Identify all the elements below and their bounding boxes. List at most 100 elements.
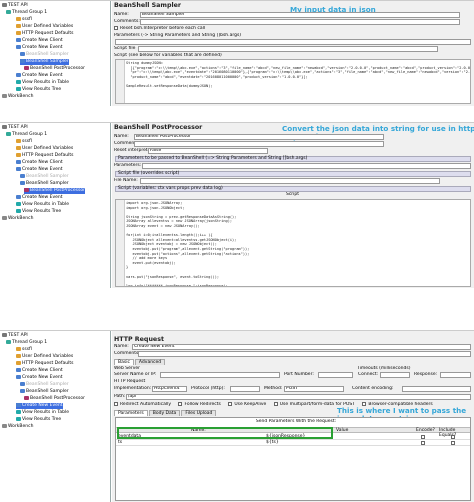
- table-row[interactable]: ts ${ts}: [116, 440, 470, 446]
- tree-item[interactable]: HTTP Request Defaults: [16, 153, 73, 159]
- tree-item[interactable]: Thread Group 1: [6, 10, 47, 16]
- params-field[interactable]: [115, 39, 471, 45]
- tree-item[interactable]: View Results Tree: [16, 209, 61, 215]
- encode-checkbox[interactable]: [421, 441, 425, 445]
- tab-parameters[interactable]: Parameters: [114, 410, 148, 416]
- tree-item[interactable]: Create New Event: [16, 167, 63, 173]
- listener-icon: [16, 410, 21, 414]
- multipart-checkbox[interactable]: [273, 402, 278, 406]
- tab-body-data[interactable]: Body Data: [148, 410, 181, 416]
- tree-item[interactable]: TEST API: [2, 3, 28, 9]
- tree-item[interactable]: View Results Tree: [16, 417, 61, 423]
- tree-item[interactable]: HTTP Request Defaults: [16, 31, 73, 37]
- tree-item[interactable]: WorkBench: [2, 424, 33, 430]
- tree-item-label: WorkBench: [8, 94, 34, 99]
- tree-item[interactable]: Create New Event: [16, 73, 63, 79]
- table-row[interactable]: eventdata ${jsonResponse}: [116, 434, 470, 440]
- sampler-icon: [16, 368, 21, 372]
- comments-field[interactable]: [140, 19, 460, 25]
- tree-item[interactable]: Create New Event: [16, 195, 63, 201]
- tree-item[interactable]: BeanShell Sampler: [20, 389, 69, 395]
- name-field[interactable]: BeanShell Sampler: [140, 12, 460, 18]
- implementation-select[interactable]: HttpClient4: [152, 386, 187, 392]
- method-select[interactable]: POST: [284, 386, 344, 392]
- tree-item[interactable]: View Results in Table: [16, 410, 69, 416]
- tree-item[interactable]: sssfl: [16, 17, 32, 23]
- tree-item[interactable]: sssfl: [16, 347, 32, 353]
- tree-item-label: Create New Event: [22, 73, 63, 78]
- tree-item-label: Thread Group 1: [12, 340, 48, 345]
- include-equals-checkbox[interactable]: [451, 441, 455, 445]
- tree-item[interactable]: WorkBench: [2, 94, 33, 100]
- tree-item[interactable]: Create New Client: [16, 368, 63, 374]
- comments-field[interactable]: [134, 141, 384, 147]
- path-field[interactable]: /api: [126, 394, 471, 400]
- tree-item[interactable]: User Defined Variables: [16, 24, 73, 30]
- tree-item[interactable]: User Defined Variables: [16, 146, 73, 152]
- tree-item[interactable]: View Results in Table: [16, 80, 69, 86]
- script-editor[interactable]: import org.json.JSONArray;import org.jso…: [115, 199, 471, 287]
- tree-item[interactable]: sssfl: [16, 139, 32, 145]
- code-line: event.put(eventobj);: [126, 260, 176, 265]
- tree-item[interactable]: Create New Event: [16, 45, 63, 51]
- comments-label: Comments:: [114, 19, 140, 24]
- tree-item[interactable]: User Defined Variables: [16, 354, 73, 360]
- follow-redirects-checkbox[interactable]: [178, 402, 183, 406]
- script-editor[interactable]: String dummyJSON= [{"program":"c:\\temp\…: [115, 59, 471, 104]
- tree-item[interactable]: TEST API: [2, 333, 28, 339]
- tree-item[interactable]: View Results Tree: [16, 87, 61, 93]
- tree-item[interactable]: TEST API: [2, 125, 28, 131]
- keepalive-checkbox[interactable]: [228, 402, 233, 406]
- tree-item[interactable]: BeanShell Sampler: [20, 52, 69, 58]
- tree-item[interactable]: WorkBench: [2, 216, 33, 222]
- tree-item[interactable]: BeanShell Sampler: [20, 59, 69, 65]
- code-line: eventobj.put("actions",allevent.getStrin…: [126, 251, 250, 256]
- port-field[interactable]: [318, 372, 353, 378]
- reset-checkbox[interactable]: [114, 26, 118, 30]
- file-name-field[interactable]: [140, 178, 440, 184]
- tree-item-label: Create New Client: [22, 38, 63, 43]
- connect-field[interactable]: [380, 372, 410, 378]
- tab-advanced[interactable]: Advanced: [134, 359, 166, 365]
- tree-item[interactable]: BeanShell PostProcessor: [24, 66, 85, 72]
- name-field[interactable]: Create New Event: [132, 344, 471, 350]
- tree-item[interactable]: BeanShell PostProcessor: [24, 188, 85, 194]
- comments-field[interactable]: [138, 351, 471, 357]
- col-include-equals: Include Equals?: [439, 428, 457, 438]
- response-field[interactable]: [440, 372, 471, 378]
- protocol-field[interactable]: [230, 386, 260, 392]
- tab-basic[interactable]: Basic: [114, 359, 134, 365]
- script-file-field[interactable]: [138, 46, 438, 52]
- tree-item[interactable]: Thread Group 1: [6, 132, 47, 138]
- row-value: ${jsonResponse}: [266, 434, 306, 439]
- browser-headers-checkbox[interactable]: [362, 402, 367, 406]
- reset-select[interactable]: False: [148, 148, 268, 154]
- server-field[interactable]: [160, 372, 280, 378]
- tree-item[interactable]: BeanShell Sampler: [20, 382, 69, 388]
- tree-item[interactable]: Create New Event: [16, 375, 63, 381]
- tree-item[interactable]: HTTP Request Defaults: [16, 361, 73, 367]
- tree-item-label: User Defined Variables: [22, 24, 74, 29]
- tree-item[interactable]: BeanShell Sampler: [20, 174, 69, 180]
- tree-item[interactable]: View Results in Table: [16, 202, 69, 208]
- name-field[interactable]: BeanShell PostProcessor: [134, 134, 384, 140]
- tree-item-label: Create New Event: [22, 195, 63, 200]
- tree-item[interactable]: BeanShell PostProcessor: [24, 396, 85, 402]
- params-field[interactable]: [142, 163, 471, 169]
- include-equals-checkbox[interactable]: [451, 435, 455, 439]
- sampler-icon: [16, 195, 21, 199]
- tree-item[interactable]: BeanShell Sampler: [20, 181, 69, 187]
- encode-checkbox[interactable]: [421, 435, 425, 439]
- content-encoding-field[interactable]: [402, 386, 471, 392]
- tree-item[interactable]: Create New Client: [16, 38, 63, 44]
- tree-item[interactable]: Create New Event: [16, 403, 63, 409]
- workbench-icon: [2, 216, 7, 220]
- redirect-auto-checkbox[interactable]: [114, 402, 118, 406]
- thread-group-icon: [6, 132, 11, 136]
- tab-files-upload[interactable]: Files Upload: [181, 410, 217, 416]
- parameters-table: Send Parameters With the Request: Name: …: [115, 417, 471, 501]
- tree-item[interactable]: Create New Client: [16, 160, 63, 166]
- tree-item[interactable]: Thread Group 1: [6, 340, 47, 346]
